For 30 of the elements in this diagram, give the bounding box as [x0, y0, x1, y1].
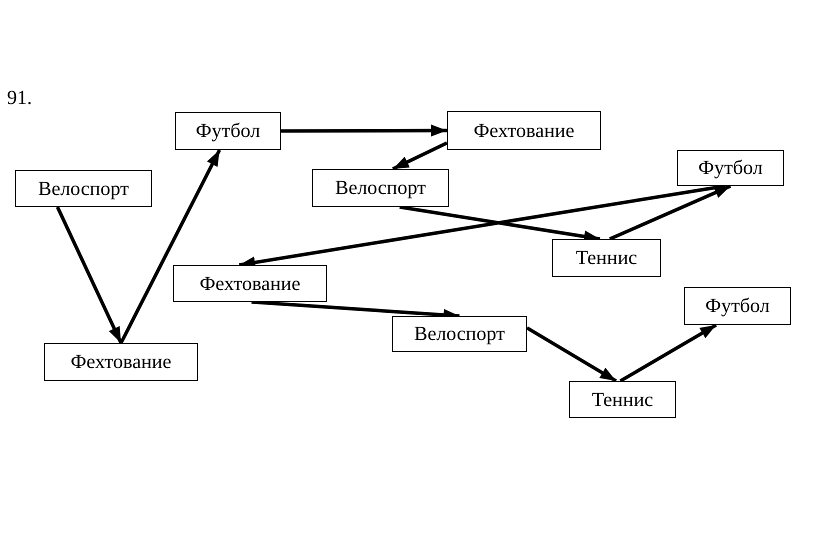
box-label: Велоспорт [335, 178, 426, 198]
box-label: Теннис [576, 248, 638, 268]
process-box [447, 111, 601, 150]
box-label: Теннис [592, 390, 654, 410]
process-box [569, 381, 676, 418]
arrow [56, 206, 123, 344]
arrow [392, 141, 448, 171]
process-box [677, 150, 784, 186]
arrow [119, 149, 222, 344]
arrow [619, 323, 717, 383]
process-box [173, 265, 327, 302]
arrow [609, 184, 732, 241]
box-label: Фехтование [200, 274, 300, 294]
box-label: Фехтование [70, 352, 172, 372]
box-label: Фехтование [474, 120, 574, 140]
process-box [684, 287, 791, 325]
box-label: Велоспорт [38, 178, 129, 198]
arrow [281, 124, 447, 137]
box-label: Футбол [196, 121, 260, 141]
process-box [44, 343, 198, 381]
box-label: Футбол [705, 296, 770, 316]
process-box [312, 169, 449, 207]
process-box [552, 239, 661, 277]
process-box [392, 316, 527, 352]
exercise-number: 91. [7, 88, 32, 108]
process-box [175, 112, 281, 150]
arrow [526, 326, 617, 382]
box-label: Велоспорт [414, 324, 505, 344]
process-box [15, 170, 152, 207]
box-label: Футбол [698, 158, 763, 178]
